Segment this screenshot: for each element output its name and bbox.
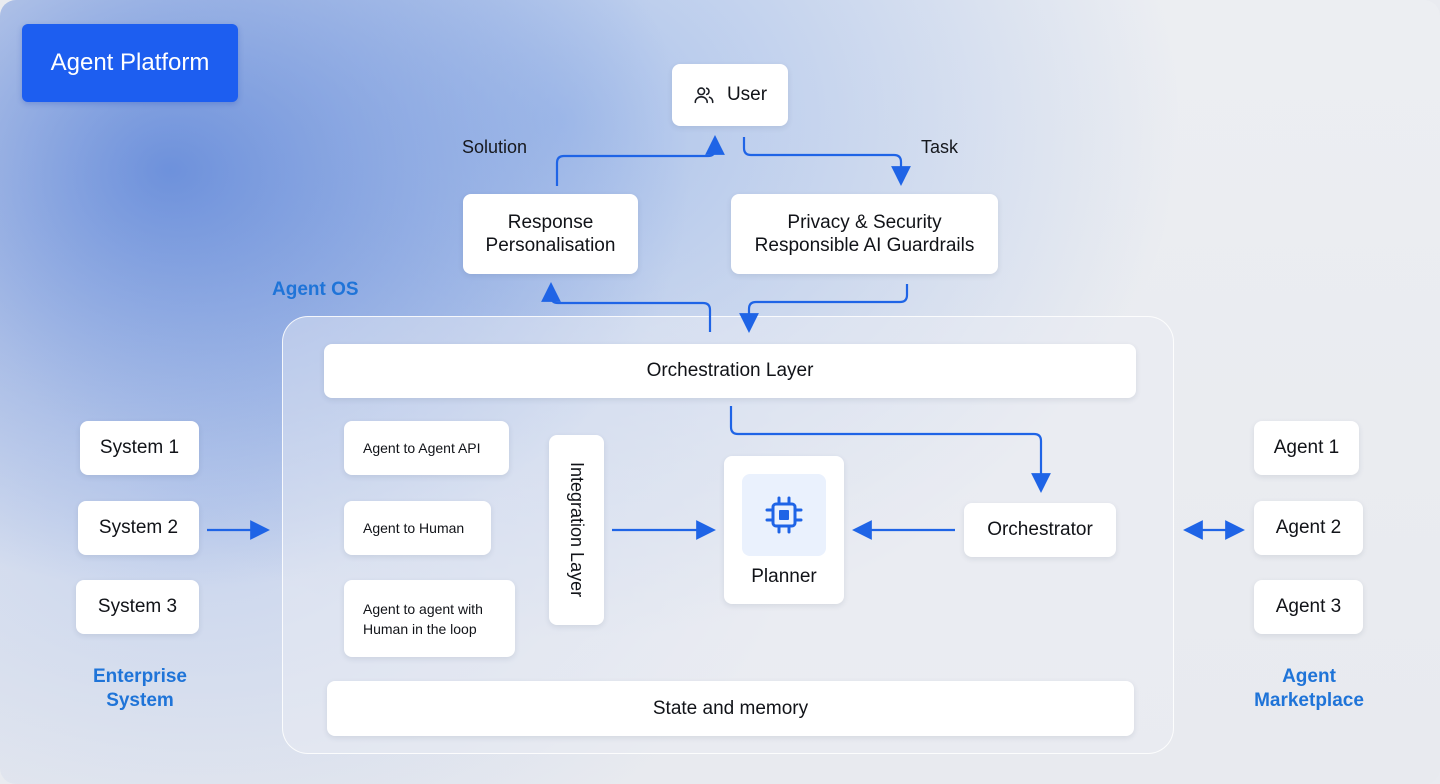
user-node: User [672,64,788,126]
agent-3: Agent 3 [1254,580,1363,634]
agent-to-agent-api: Agent to Agent API [344,421,509,475]
arrow-solution-to-user [555,135,725,186]
response-personalisation-node: Response Personalisation [463,194,638,274]
system-3: System 3 [76,580,199,634]
system-2: System 2 [78,501,199,555]
user-label: User [726,84,768,105]
orchestration-layer: Orchestration Layer [324,344,1136,398]
agent-marketplace-title: Agent Marketplace [1234,665,1384,713]
human-loop-line2: Human in the loop [363,620,477,637]
marketplace-title-line1: Agent [1282,666,1336,687]
users-icon [693,84,715,106]
marketplace-title-line2: Marketplace [1254,690,1364,711]
agent-to-agent-human-loop: Agent to agent with Human in the loop [344,580,515,657]
orchestrator-node: Orchestrator [964,503,1116,557]
integration-layer: Integration Layer [549,435,604,625]
agent-os-title: Agent OS [272,279,359,300]
privacy-line2: Responsible AI Guardrails [754,235,975,256]
response-line2: Personalisation [485,235,616,256]
cpu-chip-icon [742,474,826,556]
enterprise-system-title: Enterprise System [70,665,210,713]
planner-label: Planner [751,566,817,587]
human-loop-line1: Agent to agent with [363,600,483,617]
agent-1: Agent 1 [1254,421,1359,475]
state-and-memory: State and memory [327,681,1134,736]
privacy-line1: Privacy & Security [787,212,942,233]
solution-label: Solution [462,137,528,157]
system-1: System 1 [80,421,199,475]
response-line1: Response [507,212,594,233]
task-label: Task [921,137,959,157]
privacy-security-node: Privacy & Security Responsible AI Guardr… [731,194,998,274]
agent-to-human: Agent to Human [344,501,491,555]
agent-2: Agent 2 [1254,501,1363,555]
enterprise-title-line2: System [106,690,174,711]
arrow-user-to-task [742,137,911,186]
platform-badge: Agent Platform [22,24,238,102]
enterprise-title-line1: Enterprise [93,666,187,687]
